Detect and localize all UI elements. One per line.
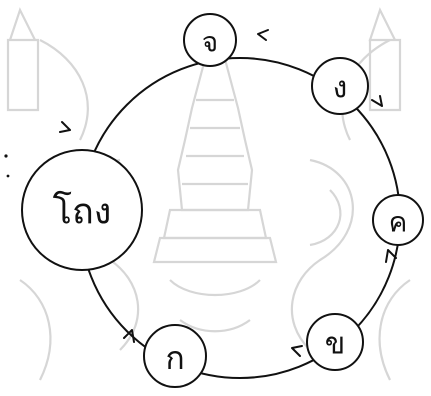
- node-cho: จ: [184, 14, 236, 66]
- node-center: โถง: [22, 150, 142, 270]
- arrow-ko-to-kho-khai: [292, 346, 302, 356]
- arrow-kho-khwai-to-ngo: [372, 96, 382, 106]
- ink-dots: [4, 154, 9, 177]
- node-kho-khwai: ค: [373, 195, 423, 245]
- arrow-cho-to-center: [60, 122, 70, 132]
- node-ko: ก: [144, 325, 206, 387]
- node-cho-label: จ: [202, 26, 218, 59]
- node-kho-khai-label: ข: [325, 327, 346, 362]
- node-ko-label: ก: [165, 339, 184, 377]
- node-kho-khai: ข: [307, 314, 363, 370]
- node-ngo-label: ง: [333, 71, 348, 106]
- arrow-ngo-to-cho: [258, 30, 268, 40]
- node-kho-khwai-label: ค: [389, 206, 408, 239]
- node-ngo: ง: [312, 58, 368, 114]
- node-center-label: โถง: [53, 191, 112, 233]
